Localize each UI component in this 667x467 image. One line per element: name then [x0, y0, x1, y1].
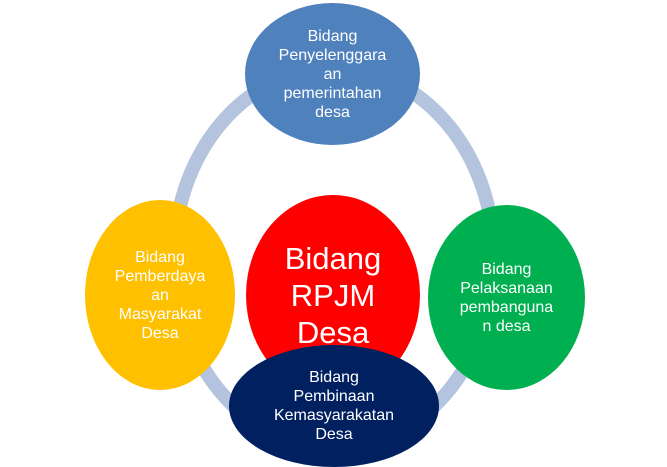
node-penyelenggaraan-pemerintahan: Bidang Penyelenggara an pemerintahan des… [245, 3, 420, 145]
node-label: Bidang Penyelenggara an pemerintahan des… [278, 27, 387, 121]
node-pembinaan-kemasyarakatan: Bidang Pembinaan Kemasyarakatan Desa [229, 345, 439, 467]
node-label: Bidang Pembinaan Kemasyarakatan Desa [273, 369, 395, 443]
node-label: Bidang Pelaksanaan pembanguna n desa [459, 260, 554, 335]
node-pemberdayaan-masyarakat: Bidang Pemberdaya an Masyarakat Desa [85, 200, 235, 390]
node-label: Bidang RPJM Desa [284, 240, 382, 350]
node-pelaksanaan-pembangunan: Bidang Pelaksanaan pembanguna n desa [428, 205, 585, 390]
node-label: Bidang Pemberdaya an Masyarakat Desa [114, 248, 206, 342]
